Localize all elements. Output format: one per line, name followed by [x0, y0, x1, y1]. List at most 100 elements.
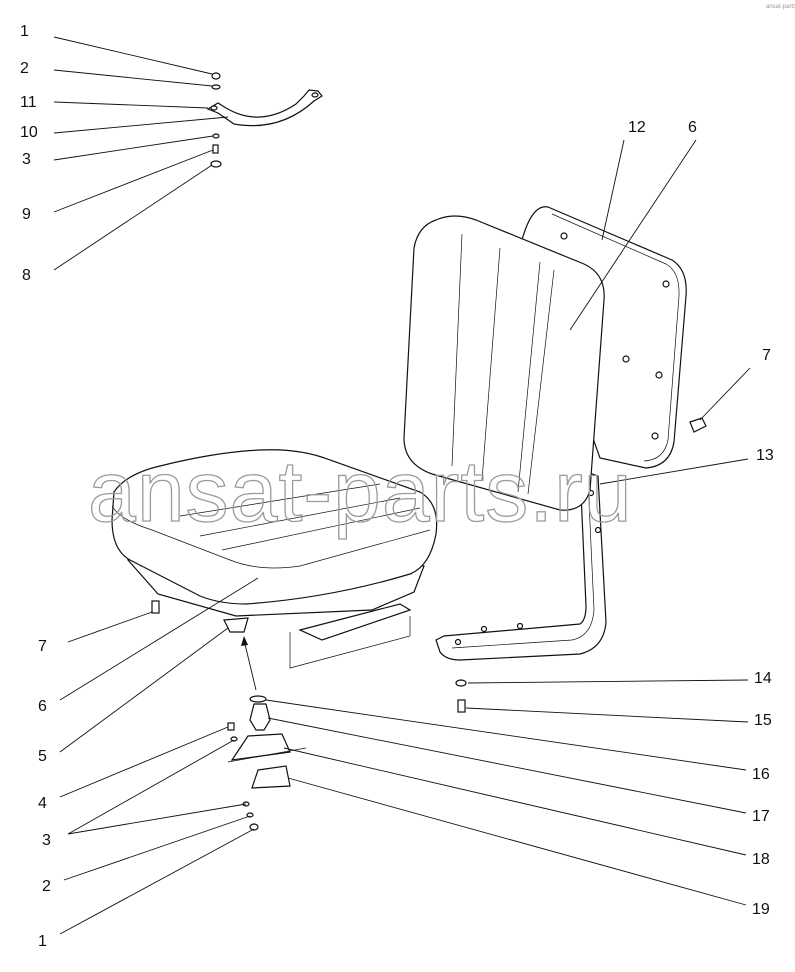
- bolt-7-left: [151, 600, 160, 614]
- leader-line-14: [467, 679, 749, 684]
- leader-line-11: [53, 101, 209, 109]
- callout-11: 11: [20, 94, 37, 111]
- callout-5: 5: [38, 748, 47, 765]
- leader-line-6: [569, 139, 697, 331]
- cushion-seam-4: [527, 269, 555, 495]
- pin-17: [249, 703, 271, 731]
- leader-line-4: [59, 726, 229, 798]
- cover-hole-3: [622, 355, 630, 363]
- callout-17: 17: [752, 808, 770, 825]
- leader-line-12: [601, 139, 625, 241]
- leader-line-1: [59, 828, 255, 935]
- cover-hole-1: [560, 232, 568, 240]
- washer-3a: [230, 736, 238, 742]
- leader-line-10: [53, 116, 229, 134]
- ring-16: [249, 695, 267, 703]
- watermark: ansat-parts.ru: [88, 444, 633, 540]
- leader-line-13: [599, 458, 749, 485]
- callout-13: 13: [756, 447, 774, 464]
- leader-line-6: [59, 577, 259, 701]
- leader-lines: [53, 36, 751, 935]
- callout-12: 12: [628, 119, 646, 136]
- top-bracket-assembly: [206, 72, 323, 168]
- frame-hole-3: [516, 622, 524, 630]
- backrest-cushion-6: [403, 215, 605, 511]
- bolt-15: [457, 699, 466, 713]
- cover-hole-2: [662, 280, 670, 288]
- nut-1-top: [211, 72, 221, 80]
- corner-mark: ansat-parts: [766, 4, 795, 10]
- pivot-mount: [223, 617, 249, 633]
- callout-18: 18: [752, 851, 770, 868]
- bolt-9: [212, 144, 219, 154]
- cushion-seam-2: [199, 497, 401, 537]
- pad-19: [251, 765, 291, 789]
- callout-9: 9: [22, 206, 31, 223]
- nut-1-bottom: [249, 823, 259, 831]
- leader-line-17: [267, 717, 747, 814]
- leader-line-15: [465, 707, 749, 723]
- bottom-small-parts: [227, 636, 467, 831]
- frame-hole-4: [480, 625, 488, 633]
- leader-line-2: [53, 69, 213, 87]
- callout-16: 16: [752, 766, 770, 783]
- leader-line-9: [53, 149, 214, 213]
- washer-2-top: [211, 84, 221, 90]
- assembly-arrow-line: [243, 639, 257, 691]
- leader-line-2: [63, 815, 251, 881]
- cushion-seam-2: [481, 247, 501, 481]
- leader-line-1: [53, 36, 213, 75]
- callout-15: 15: [754, 712, 772, 729]
- callout-2: 2: [42, 878, 51, 895]
- frame-hole-2: [594, 526, 602, 534]
- callout-3: 3: [42, 832, 51, 849]
- cushion-outline: [403, 215, 605, 511]
- leader-line-8: [53, 164, 213, 271]
- nut-8: [210, 160, 222, 168]
- cushion-seam-1: [179, 483, 381, 517]
- leader-line-5: [59, 627, 229, 753]
- callout-6: 6: [688, 119, 697, 136]
- callout-6: 6: [38, 698, 47, 715]
- cushion-seam-3: [221, 507, 421, 551]
- callout-7: 7: [38, 638, 47, 655]
- rail-bracket: [298, 603, 412, 641]
- callout-2: 2: [20, 60, 29, 77]
- frame-hole-5: [454, 638, 462, 646]
- callout-19: 19: [752, 901, 770, 918]
- cover-hole-5: [651, 432, 659, 440]
- callout-8: 8: [22, 267, 31, 284]
- washer-2-bottom: [246, 812, 254, 818]
- seat-cushion-6: [111, 449, 438, 605]
- leader-line-18: [283, 747, 747, 856]
- leader-line-7: [67, 611, 153, 643]
- callout-3: 3: [22, 151, 31, 168]
- callout-7: 7: [762, 347, 771, 364]
- washer-3-top: [212, 133, 220, 139]
- strap-hole-right: [311, 92, 319, 98]
- callout-1: 1: [20, 23, 29, 40]
- leader-line-7: [699, 367, 751, 421]
- leader-line-3: [53, 135, 214, 161]
- cover-hole-4: [655, 371, 663, 379]
- callout-4: 4: [38, 795, 47, 812]
- strap-bracket-11: [206, 89, 323, 127]
- cushion-outline: [111, 449, 438, 605]
- bolt-4: [227, 722, 235, 731]
- washer-14: [455, 679, 467, 687]
- bolt-7-right: [689, 417, 707, 433]
- leader-line-19: [287, 777, 747, 906]
- callout-14: 14: [754, 670, 772, 687]
- leader-line-3-b: [67, 803, 247, 835]
- cushion-seam-1: [451, 233, 463, 467]
- callout-1: 1: [38, 933, 47, 950]
- assembly-arrow-head: [241, 636, 248, 646]
- leader-line-16: [265, 699, 747, 771]
- rail-bracket-lines: [289, 616, 411, 669]
- leader-line-3: [67, 739, 235, 835]
- callout-10: 10: [20, 124, 38, 141]
- cushion-edge: [111, 505, 431, 569]
